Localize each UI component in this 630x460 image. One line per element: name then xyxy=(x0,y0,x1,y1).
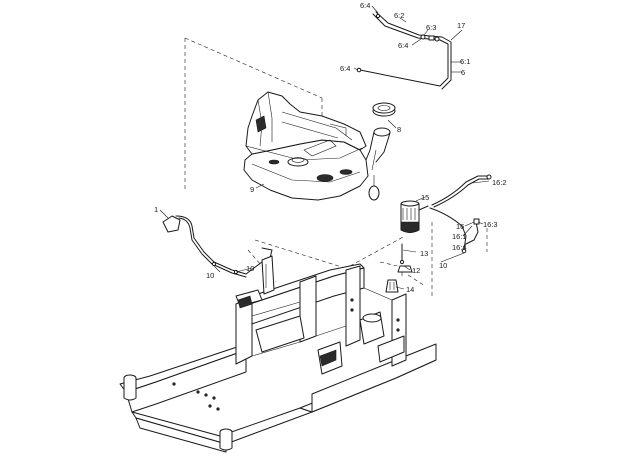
callout-6: 6 xyxy=(461,68,465,77)
filler-cap xyxy=(372,102,396,117)
callout-12: 12 xyxy=(412,266,420,275)
callout-17: 17 xyxy=(457,21,465,30)
callout-16-4: 16:4 xyxy=(452,243,467,252)
callout-9: 9 xyxy=(250,185,254,194)
callout-10-left: 10 xyxy=(206,271,214,280)
callout-13: 13 xyxy=(420,249,428,258)
fuel-line-right xyxy=(429,174,492,254)
callout-16-1: 16:1 xyxy=(452,232,467,241)
callout-6-4-top: 6:4 xyxy=(360,1,370,10)
hose-clamps xyxy=(385,243,413,293)
callout-1: 1 xyxy=(154,205,158,214)
callout-6-4-left: 6:4 xyxy=(340,64,350,73)
callout-6-4-mid: 6:4 xyxy=(398,41,408,50)
callout-6-1: 6:1 xyxy=(460,57,470,66)
callout-labels: 1 6:4 6:2 6:3 6:4 17 6:4 6:1 6 8 9 10 10… xyxy=(154,1,507,294)
callout-6-2: 6:2 xyxy=(394,11,404,20)
callout-6-3: 6:3 xyxy=(426,23,436,32)
callout-16-2: 16:2 xyxy=(492,178,507,187)
assembly-guide-lines xyxy=(184,37,488,296)
callout-10-right: 10 xyxy=(439,261,447,270)
callout-leaders xyxy=(159,5,490,290)
callout-16: 16 xyxy=(456,222,464,231)
fuel-tank xyxy=(243,91,369,201)
callout-16-3: 16:3 xyxy=(483,220,498,229)
callout-14: 14 xyxy=(406,285,414,294)
filler-neck xyxy=(365,127,391,201)
fuel-line-upper xyxy=(356,11,452,90)
fuel-filter xyxy=(400,200,429,233)
callout-15: 15 xyxy=(421,193,429,202)
fuel-line-left xyxy=(162,215,273,278)
mower-frame xyxy=(119,255,437,453)
callout-10-center: 10 xyxy=(246,264,254,273)
callout-8: 8 xyxy=(397,125,401,134)
